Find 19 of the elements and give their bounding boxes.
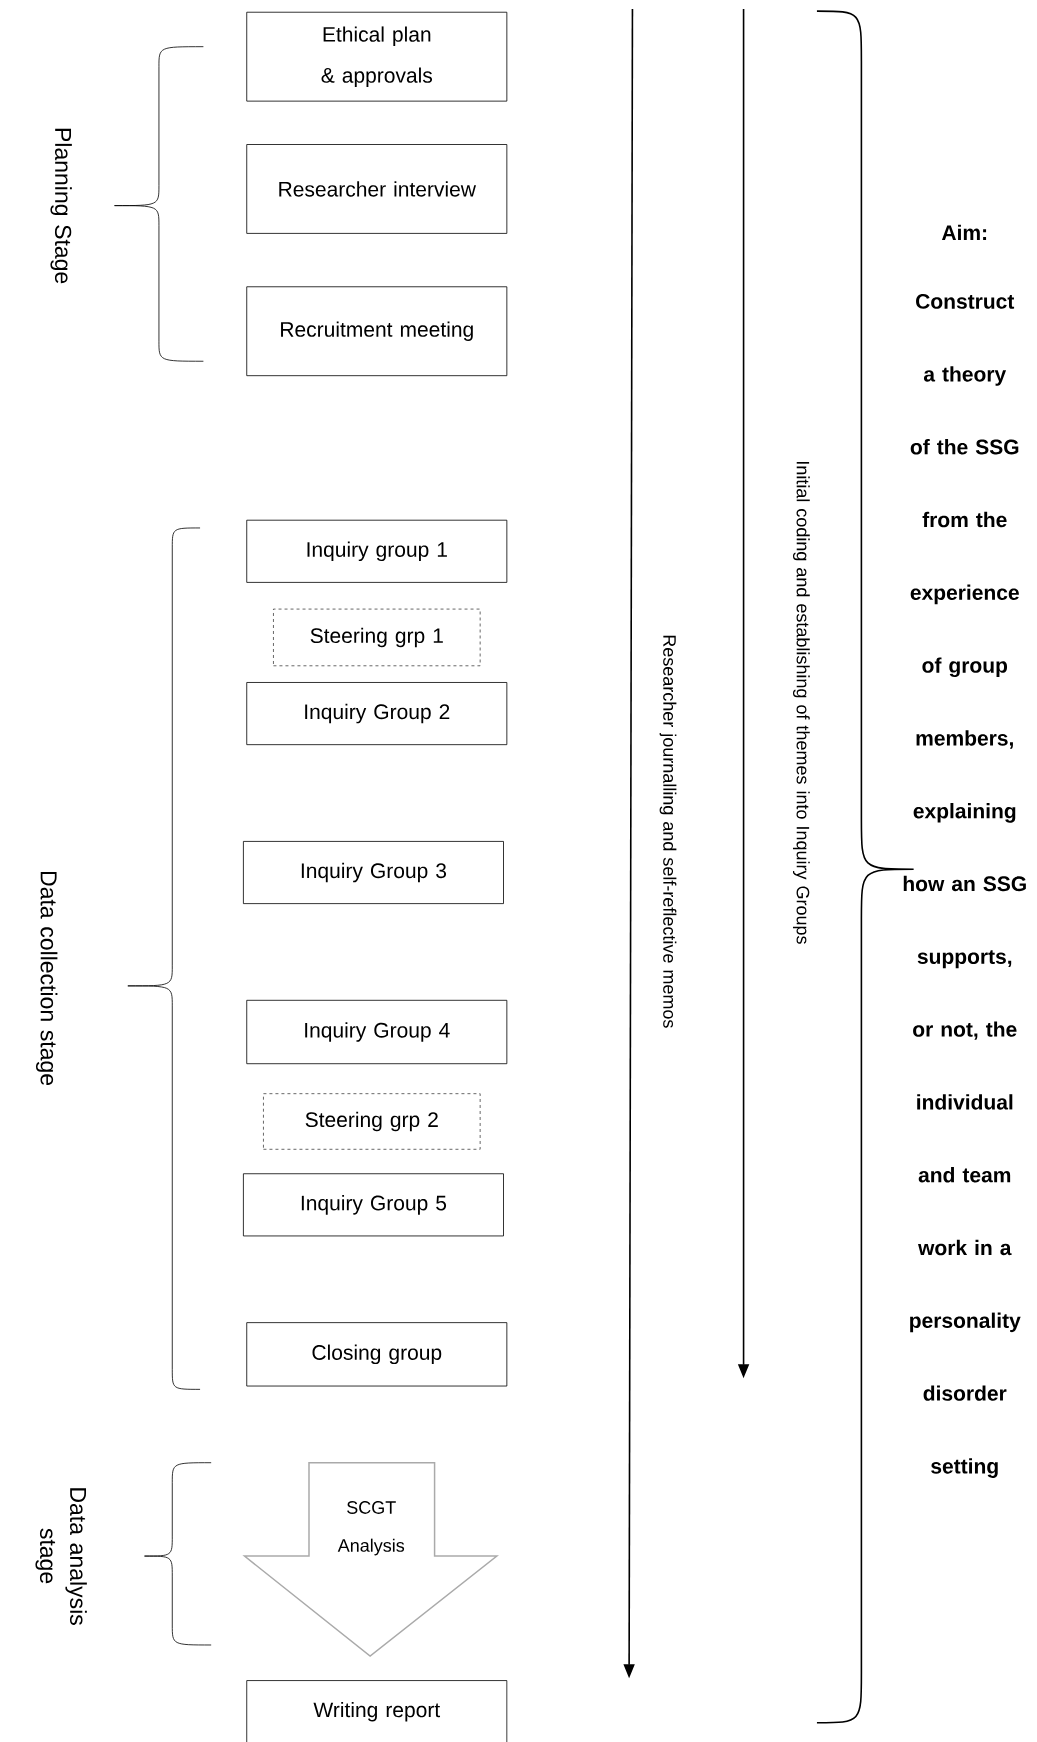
arrow-label: Researcher journalling and self-reflective memos [659, 635, 677, 1028]
dashed-box: Steering grp 1 [273, 608, 481, 667]
stage-label: Data analysis stage [35, 1488, 87, 1625]
dashed-box: Steering grp 2 [263, 1093, 481, 1150]
aim-text: Construct a theory of the SSG from the experience of group members, explaining how an SSG supports, or not, the individual and team work in a personality disorder setting [903, 293, 1026, 1478]
stage-label: Planning Stage [50, 128, 72, 284]
process-box: Recruitment meeting [246, 286, 508, 377]
process-box: Ethical plan & approvals [246, 11, 508, 102]
aim-heading: Aim: [941, 224, 987, 240]
process-box: Researcher interview [246, 144, 508, 234]
stage-label: Data collection stage [35, 871, 58, 1086]
arrow-label: Initial coding and establishing of themes into Inquiry Groups [793, 462, 810, 944]
process-box: Inquiry Group 4 [246, 999, 508, 1065]
process-box: Writing report [246, 1680, 508, 1742]
process-box: Inquiry Group 5 [243, 1173, 504, 1237]
process-box: Inquiry Group 3 [243, 841, 504, 904]
process-box: Inquiry group 1 [246, 519, 508, 583]
process-box: Inquiry Group 2 [246, 682, 508, 746]
process-box: Closing group [246, 1322, 508, 1387]
